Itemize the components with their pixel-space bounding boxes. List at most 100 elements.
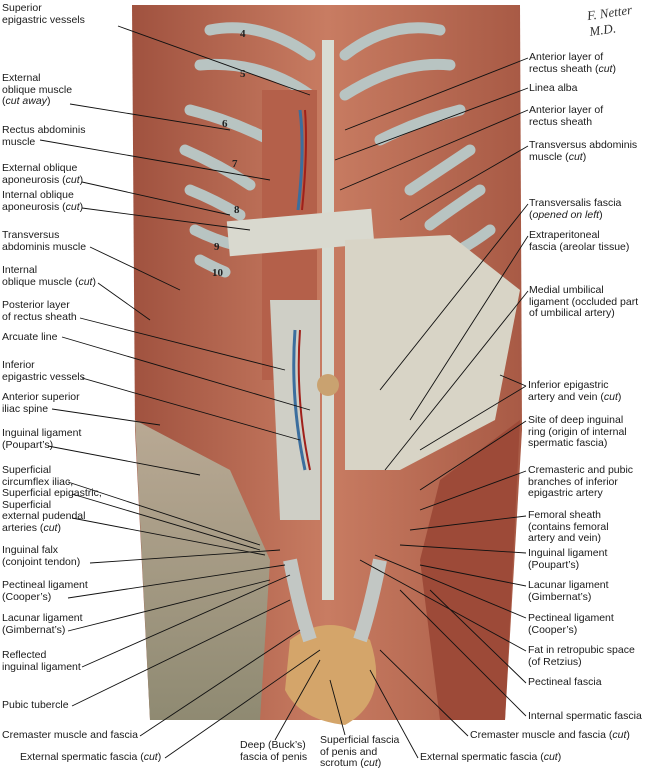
label-text: ) bbox=[626, 729, 630, 741]
label-line: arteries (cut) bbox=[2, 522, 102, 535]
label-retzius: Fat in retropubic space(of Retzius) bbox=[528, 644, 635, 668]
label-italic-text: cut bbox=[65, 173, 80, 186]
label-line: Cremaster muscle and fascia bbox=[2, 729, 138, 742]
label-text: Reflected bbox=[2, 649, 47, 661]
label-text: Superficial fascia bbox=[320, 734, 400, 746]
label-text: ring (origin of internal bbox=[528, 425, 627, 438]
label-text: Rectus abdominis bbox=[2, 124, 86, 136]
label-text: of umbilical artery) bbox=[529, 307, 615, 319]
label-line: Superficial epigastric, bbox=[2, 487, 102, 500]
label-text: abdominis muscle bbox=[2, 240, 87, 253]
label-line: Arcuate line bbox=[2, 331, 57, 344]
label-text: muscle ( bbox=[529, 150, 569, 163]
superior-epigastric-artery bbox=[301, 109, 307, 211]
label-text: aponeurosis ( bbox=[2, 200, 66, 213]
label-text: External spermatic fascia ( bbox=[420, 751, 544, 763]
label-text: Posterior layer bbox=[2, 299, 70, 311]
label-linea: Linea alba bbox=[529, 82, 578, 95]
label-line: Transversus abdominis bbox=[529, 139, 637, 152]
label-line: External oblique bbox=[2, 162, 83, 175]
label-line: Anterior layer of bbox=[529, 104, 603, 117]
label-text: Lacunar ligament bbox=[2, 612, 83, 624]
label-text: muscle bbox=[2, 135, 36, 148]
label-text: epigastric artery bbox=[528, 487, 603, 499]
label-text: ) bbox=[377, 757, 382, 769]
label-italic-text: cut bbox=[543, 751, 558, 763]
label-line: Linea alba bbox=[529, 82, 578, 95]
label-line: Transversalis fascia bbox=[529, 197, 621, 210]
label-text: External oblique bbox=[2, 162, 78, 174]
label-arcuate: Arcuate line bbox=[2, 331, 57, 344]
label-text: iliac spine bbox=[2, 402, 49, 415]
label-line: Inferior epigastric bbox=[528, 379, 621, 392]
label-line: ligament (occluded part bbox=[529, 296, 638, 309]
rib-number: 7 bbox=[232, 158, 238, 170]
label-text: Site of deep inguinal bbox=[528, 414, 624, 426]
label-line: rectus sheath bbox=[529, 116, 603, 129]
label-text: inguinal ligament bbox=[2, 660, 81, 673]
superior-epigastric-vein bbox=[296, 109, 304, 211]
label-line: (conjoint tendon) bbox=[2, 556, 80, 569]
label-line: scrotum (cut) bbox=[320, 757, 399, 770]
label-transversalis: Transversalis fascia(opened on left) bbox=[529, 197, 621, 221]
label-pubic: Pubic tubercle bbox=[2, 699, 69, 712]
label-line: (contains femoral bbox=[528, 521, 609, 534]
label-text: Cremaster muscle and fascia ( bbox=[470, 729, 613, 741]
label-line: Site of deep inguinal bbox=[528, 414, 627, 427]
label-text: Internal spermatic fascia bbox=[528, 710, 642, 722]
label-line: inguinal ligament bbox=[2, 660, 81, 674]
linea-alba bbox=[322, 40, 334, 600]
label-text: Superficial bbox=[2, 498, 52, 511]
label-italic-text: cut bbox=[603, 390, 618, 403]
label-line: Rectus abdominis bbox=[2, 124, 86, 137]
label-text: epigastric vessels bbox=[2, 13, 85, 26]
label-text: Anterior superior bbox=[2, 391, 80, 403]
label-italic-text: cut bbox=[78, 275, 93, 288]
label-line: ring (origin of internal bbox=[528, 425, 627, 439]
label-text: (Cooper’s) bbox=[2, 590, 52, 603]
label-pect-fascia: Pectineal fascia bbox=[528, 676, 602, 689]
label-text: Inguinal ligament bbox=[528, 547, 608, 559]
label-text: Pubic tubercle bbox=[2, 699, 69, 711]
label-line: Superficial fascia bbox=[320, 734, 400, 747]
label-line: (Gimbernat’s) bbox=[528, 591, 609, 604]
label-text: (Cooper’s) bbox=[528, 623, 578, 636]
label-text: artery and vein) bbox=[528, 532, 601, 544]
label-line: Fat in retropubic space bbox=[528, 644, 635, 657]
label-line: oblique muscle (cut) bbox=[2, 275, 96, 289]
label-line: Internal oblique bbox=[2, 189, 83, 202]
label-line: Superficial bbox=[2, 464, 102, 477]
label-italic-text: opened on left bbox=[532, 208, 600, 221]
label-text: ) bbox=[617, 390, 622, 403]
label-line: fascia of penis bbox=[240, 751, 307, 764]
label-text: Deep (Buck’s) bbox=[240, 739, 306, 751]
label-line: external pudendal bbox=[2, 510, 102, 523]
label-text: external pudendal bbox=[2, 510, 86, 522]
label-text: branches of inferior bbox=[528, 475, 618, 488]
label-text: rectus sheath ( bbox=[529, 62, 599, 75]
label-line: epigastric vessels bbox=[2, 371, 85, 384]
label-line: Internal bbox=[2, 264, 96, 277]
label-line: of penis and bbox=[320, 746, 399, 759]
label-text: ) bbox=[46, 95, 51, 107]
label-line: Lacunar ligament bbox=[2, 612, 83, 625]
label-italic-text: cut bbox=[568, 150, 583, 163]
label-text: Medial umbilical bbox=[529, 284, 604, 296]
label-text: Cremasteric and pubic bbox=[528, 464, 634, 476]
label-text: Inguinal falx bbox=[2, 544, 59, 556]
label-line: (Cooper’s) bbox=[528, 623, 614, 637]
rib-number: 9 bbox=[214, 241, 220, 253]
label-line: Pectineal ligament bbox=[528, 612, 614, 625]
label-text: Linea alba bbox=[529, 82, 578, 94]
label-line: Inguinal ligament bbox=[2, 427, 81, 440]
label-line: Superior bbox=[2, 2, 85, 15]
label-italic-text: cut bbox=[65, 200, 80, 213]
label-text: ) bbox=[599, 208, 603, 221]
label-line: Pectineal ligament bbox=[2, 579, 88, 592]
